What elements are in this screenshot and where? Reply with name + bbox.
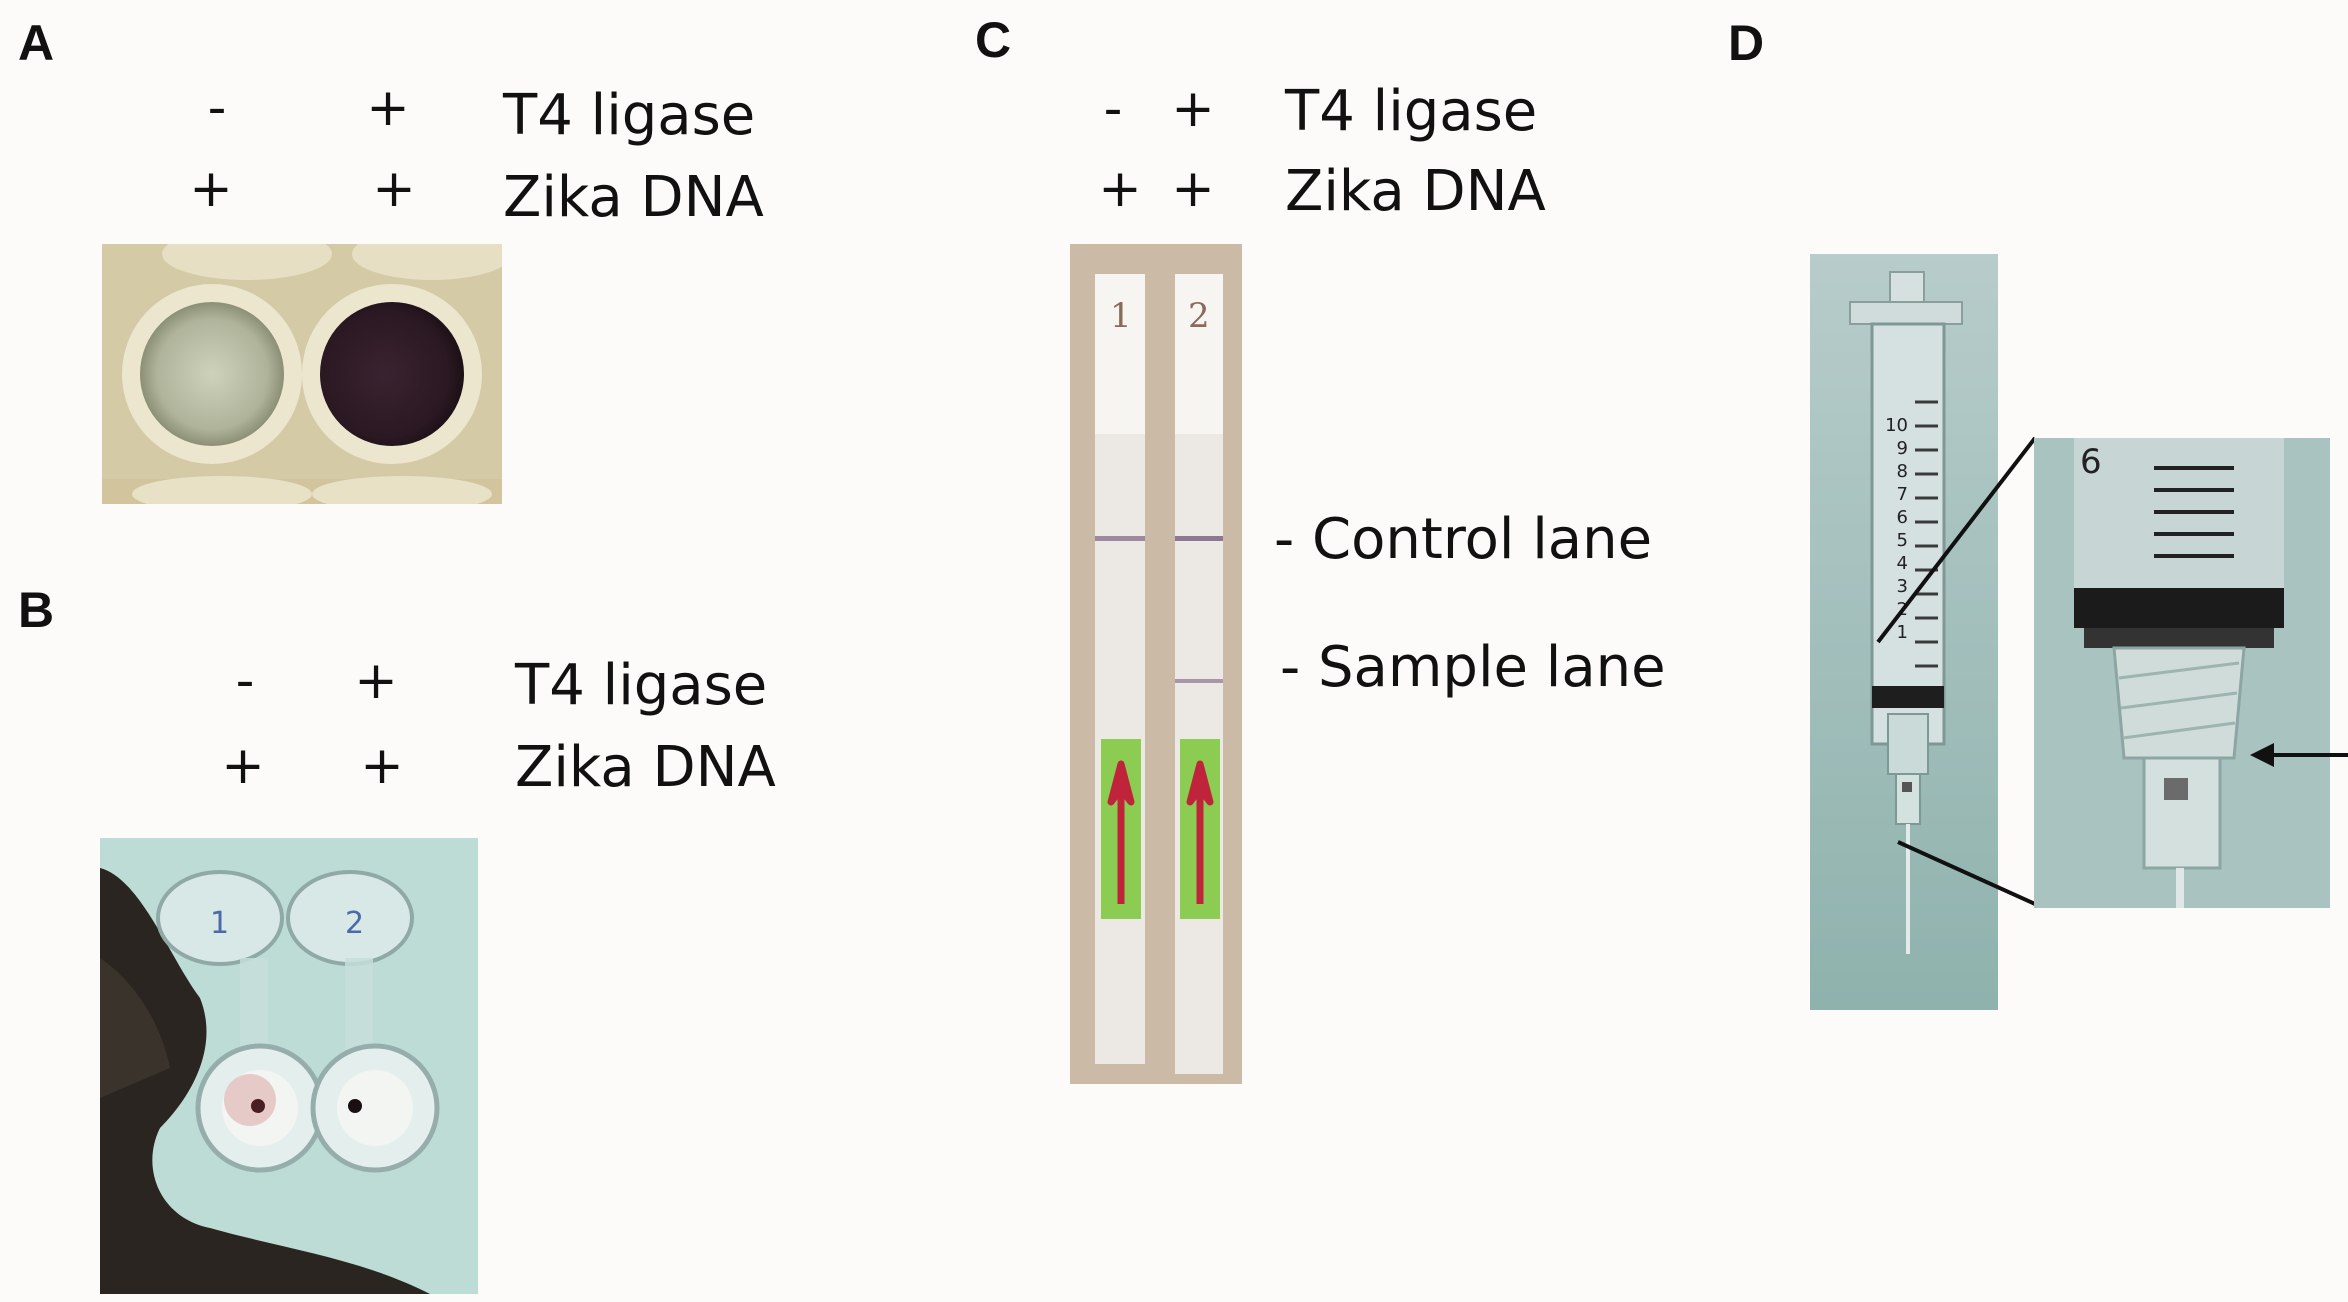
svg-text:2: 2 <box>345 906 364 941</box>
panel-b-zika-sign-lane2: + <box>360 736 404 796</box>
panel-a-zika-label: Zika DNA <box>503 165 764 230</box>
panel-b-t4-sign-lane1: - <box>235 651 255 711</box>
panel-b-letter: B <box>18 582 55 638</box>
panel-d-syringe-photo: 10 9 8 7 6 5 4 3 2 1 <box>1810 254 1998 1010</box>
panel-b-t4-label: T4 ligase <box>515 653 768 718</box>
panel-c-zika-label: Zika DNA <box>1285 159 1546 224</box>
panel-d-zoom-lines <box>1876 436 2037 906</box>
panel-a-zika-sign-lane1: + <box>189 159 233 219</box>
panel-d-inset-photo: 6 <box>2034 438 2330 908</box>
panel-c-t4-sign-lane2: + <box>1171 79 1215 139</box>
panel-c-t4-sign-lane1: - <box>1103 79 1123 139</box>
panel-c-zika-sign-lane2: + <box>1171 159 1215 219</box>
sample-lane-annotation: - Sample lane <box>1280 635 1666 700</box>
control-lane-annotation: - Control lane <box>1274 507 1653 572</box>
panel-b-tubes-photo: 1 2 <box>100 838 478 1294</box>
svg-text:1: 1 <box>210 906 229 941</box>
panel-a-zika-sign-lane2: + <box>372 159 416 219</box>
panel-c-zika-sign-lane1: + <box>1098 159 1142 219</box>
panel-a-t4-sign-lane1: - <box>207 78 227 138</box>
strip-2-number: 2 <box>1188 296 1210 336</box>
panel-a-t4-sign-lane2: + <box>366 78 410 138</box>
panel-b-zika-label: Zika DNA <box>515 735 776 800</box>
panel-c-letter: C <box>975 12 1012 68</box>
strip-1-number: 1 <box>1110 296 1132 336</box>
panel-a-t4-label: T4 ligase <box>503 83 756 148</box>
panel-d-letter: D <box>1728 15 1765 71</box>
panel-c-t4-label: T4 ligase <box>1285 79 1538 144</box>
panel-d-pointer-arrow-icon <box>2250 743 2348 767</box>
panel-a-letter: A <box>18 15 55 71</box>
panel-b-zika-sign-lane1: + <box>221 736 265 796</box>
panel-c-lateral-flow-strips: 1 2 <box>1070 244 1242 1084</box>
panel-a-plate-photo <box>102 244 502 504</box>
panel-b-t4-sign-lane2: + <box>354 651 398 711</box>
inset-scale-label: 6 <box>2080 442 2102 482</box>
